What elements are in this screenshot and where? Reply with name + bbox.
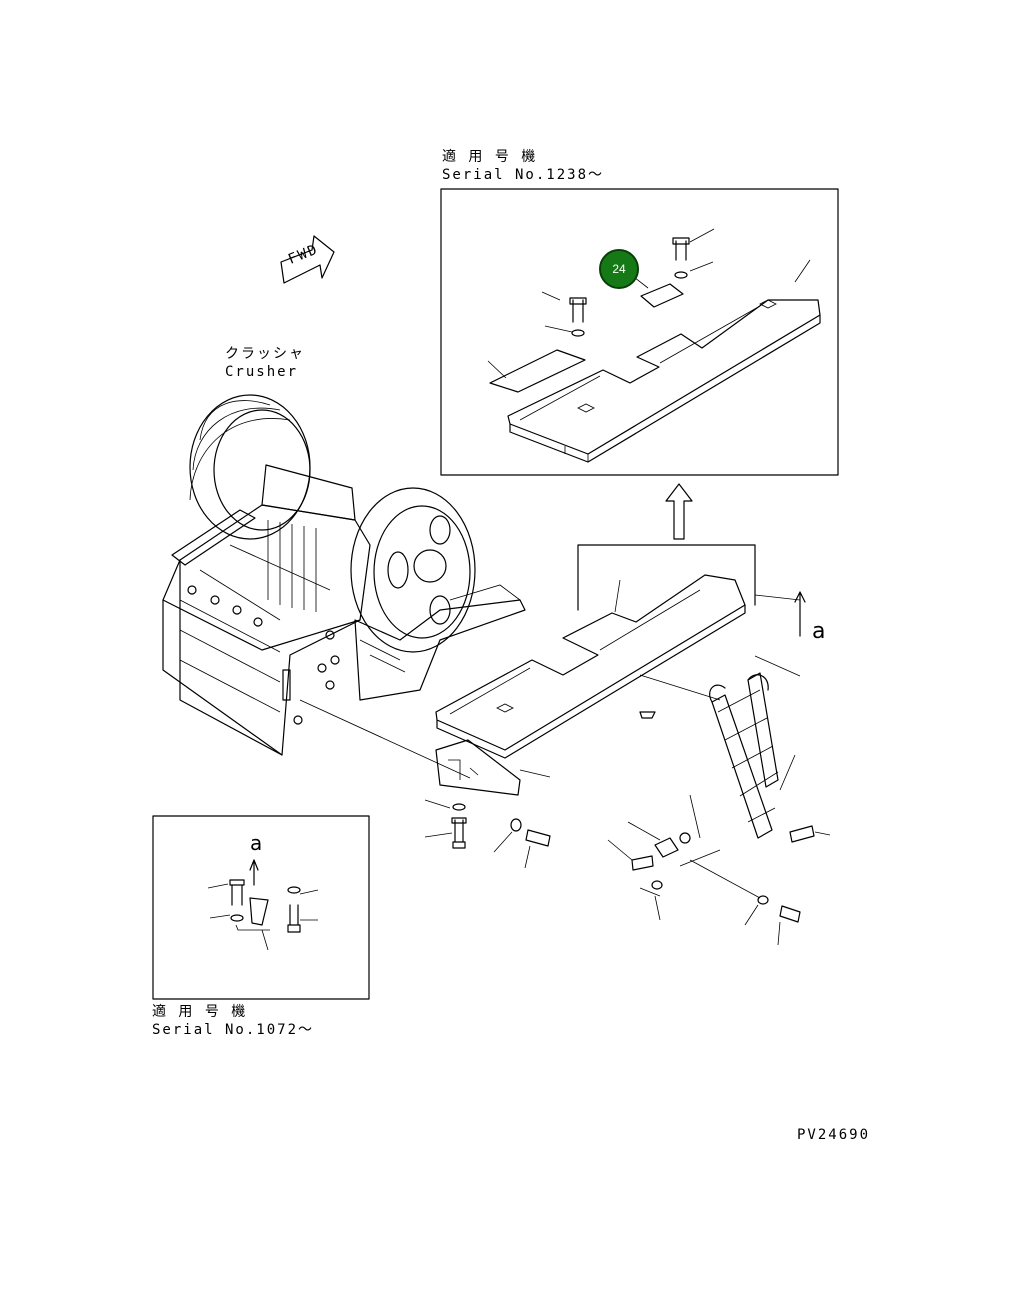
inset-frame xyxy=(152,815,370,1000)
top-note-serial: Serial No.1238～ xyxy=(442,167,605,183)
drawing-number: PV24690 xyxy=(797,1127,871,1143)
detail-pointer-arrow-icon xyxy=(665,483,693,540)
crusher-label-jp: クラッシャ xyxy=(225,346,305,362)
view-letter-main: a xyxy=(812,619,828,644)
view-letter-inset: a xyxy=(250,831,265,855)
crusher-label-en: Crusher xyxy=(225,364,299,380)
top-cover-plate-drawing xyxy=(487,228,821,463)
top-detail-frame xyxy=(440,188,839,476)
fwd-arrow-icon xyxy=(280,235,335,284)
top-note-jp: 適 用 号 機 xyxy=(442,149,538,165)
inset-drawing xyxy=(207,859,319,951)
crusher-drawing xyxy=(162,394,526,756)
hardware-drawing xyxy=(424,711,656,869)
ladder-drawing xyxy=(607,655,831,946)
main-cover-plate-drawing xyxy=(299,544,806,796)
callout-badge-24[interactable]: 24 xyxy=(599,249,639,289)
bottom-note-jp: 適 用 号 機 xyxy=(152,1004,248,1020)
bottom-note-serial: Serial No.1072～ xyxy=(152,1022,315,1038)
